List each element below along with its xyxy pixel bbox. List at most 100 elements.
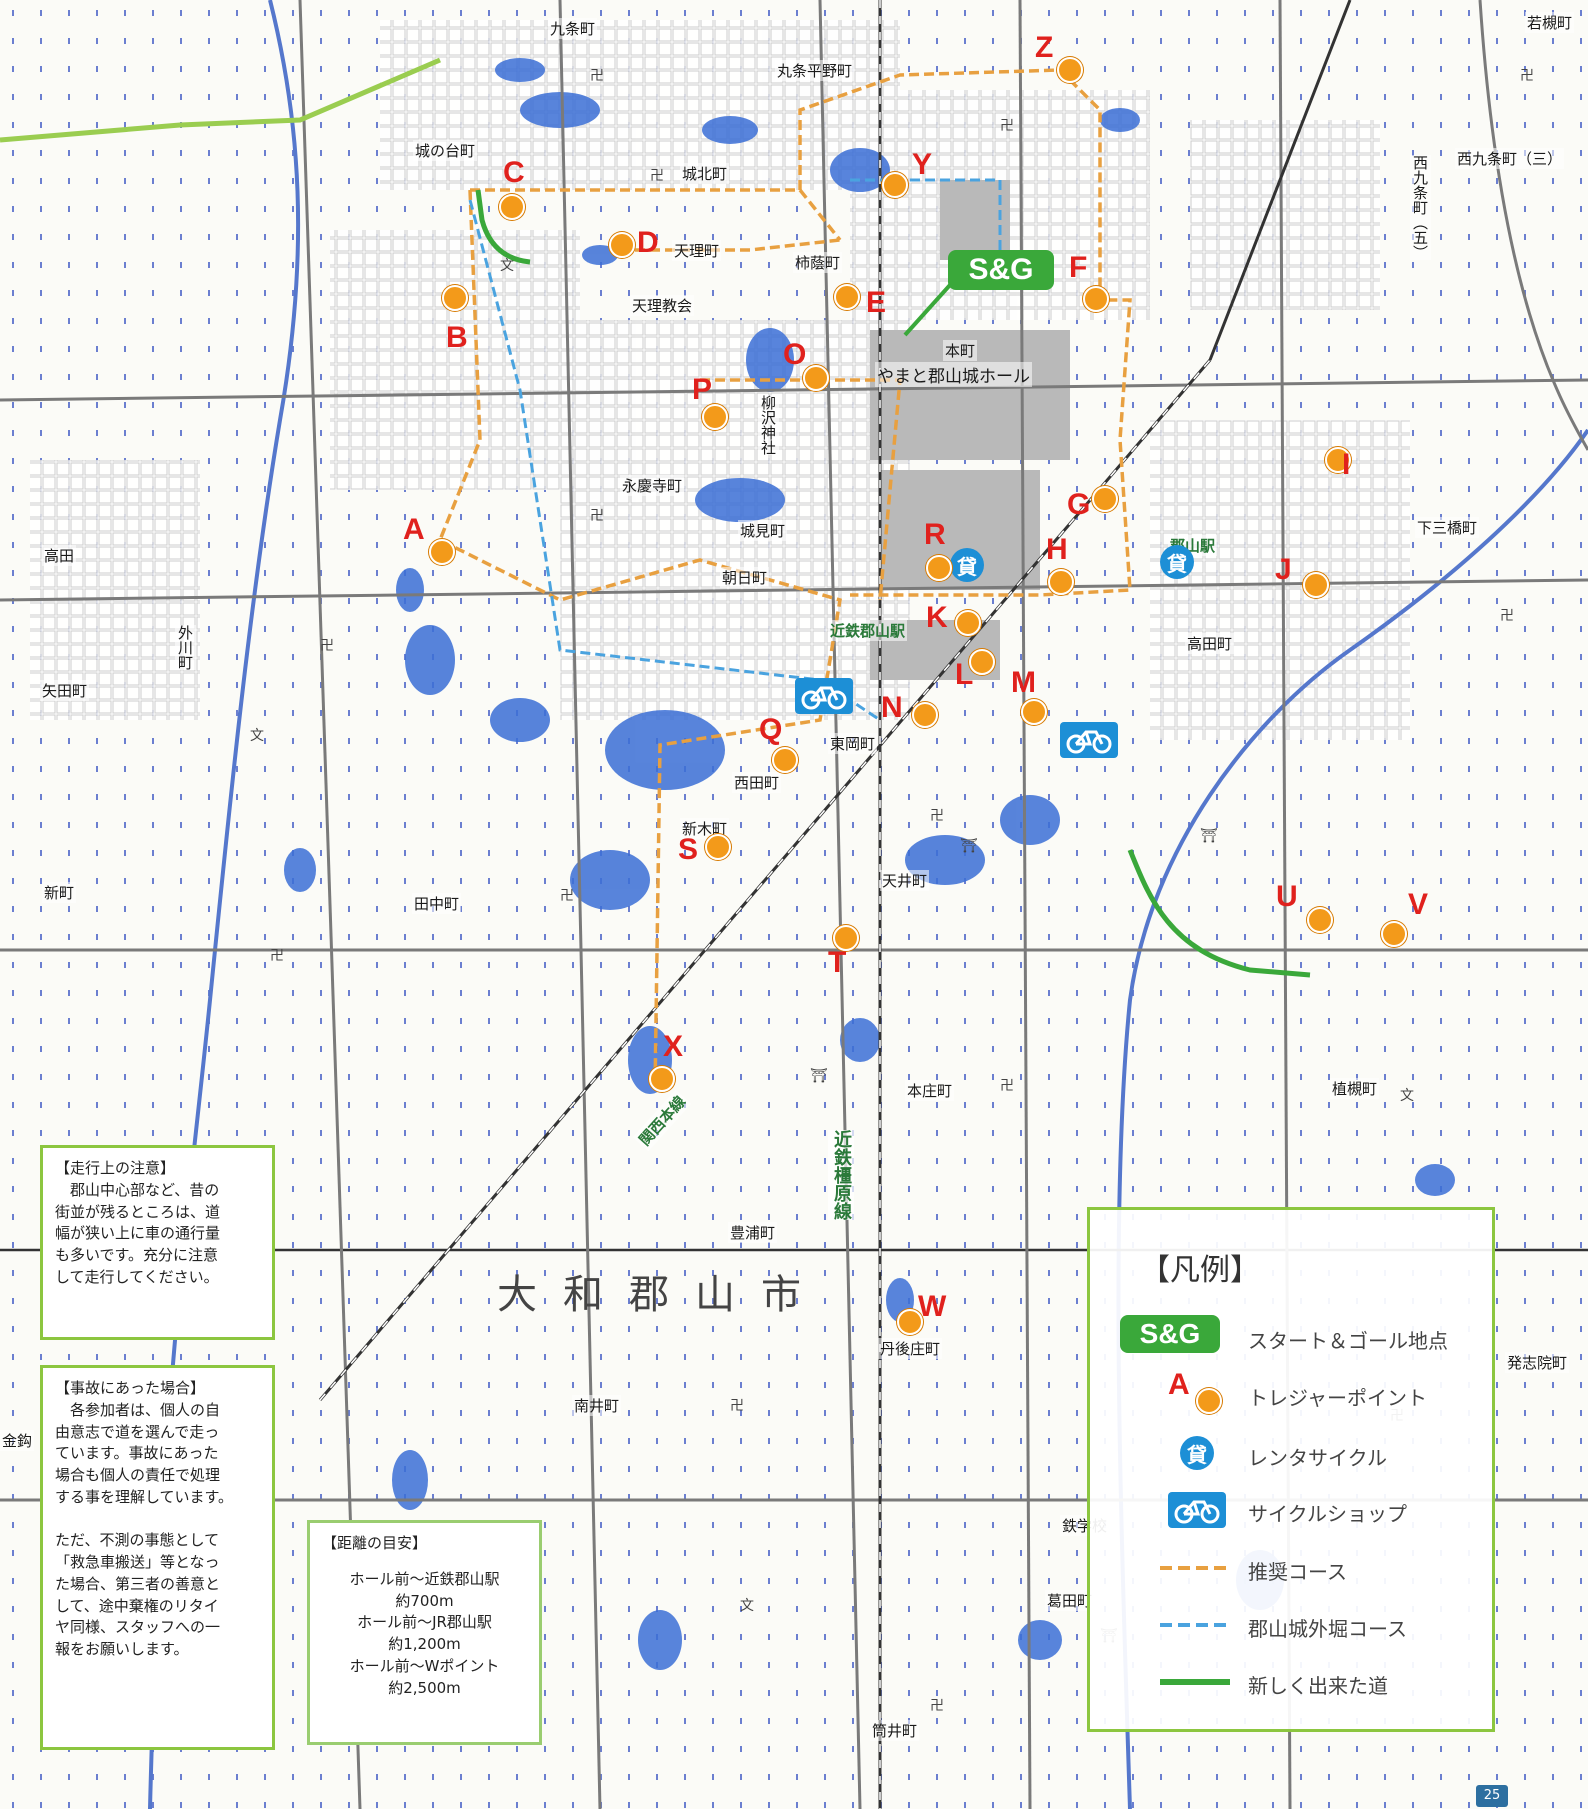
treasure-point-p-icon[interactable]	[702, 404, 728, 430]
town-label: 朝日町	[720, 567, 770, 588]
bicycle-icon[interactable]	[1060, 722, 1118, 758]
treasure-point-o-icon[interactable]	[803, 365, 829, 391]
treasure-point-p-label: P	[692, 373, 713, 406]
treasure-point-n-label: N	[881, 691, 903, 724]
legend-label: 郡山城外堀コース	[1248, 1617, 1407, 1641]
town-label: 丸条平野町	[775, 60, 855, 81]
hall-label[interactable]: やまと郡山城ホール	[875, 362, 1032, 387]
start-goal-marker[interactable]: S&G	[948, 250, 1054, 290]
treasure-point-x-icon[interactable]	[649, 1066, 675, 1092]
treasure-point-w-icon[interactable]	[897, 1309, 923, 1335]
treasure-point-z-label: Z	[1035, 31, 1054, 64]
treasure-point-s-label: S	[678, 833, 699, 866]
legend-label: 推奨コース	[1248, 1560, 1347, 1584]
treasure-point-i-icon[interactable]	[1325, 447, 1351, 473]
treasure-point-v-icon[interactable]	[1381, 921, 1407, 947]
svg-text:卍: 卍	[930, 808, 944, 824]
treasure-point-w-label: W	[918, 1290, 947, 1323]
treasure-point-b-icon[interactable]	[442, 285, 468, 311]
treasure-point-a-icon[interactable]	[429, 539, 455, 565]
treasure-point-u-icon[interactable]	[1307, 907, 1333, 933]
legend-item-cycle-shop: サイクルショップ	[1120, 1488, 1480, 1532]
town-label: 外川町	[175, 625, 196, 670]
legend-label: 新しく出来た道	[1248, 1674, 1388, 1698]
treasure-point-i-label: I	[1342, 448, 1351, 481]
orange-dashed-line	[1160, 1566, 1230, 1570]
rental-cycle-icon[interactable]: 貸	[950, 548, 984, 582]
treasure-point-g-icon[interactable]	[1092, 486, 1118, 512]
caution-title: 【走行上の注意】	[55, 1159, 176, 1177]
town-label: 金鈎	[0, 1430, 35, 1451]
svg-text:文: 文	[500, 258, 514, 274]
town-label: 丹後庄町	[878, 1338, 943, 1359]
treasure-point-f-icon[interactable]	[1083, 286, 1109, 312]
town-label: 高田	[42, 545, 77, 566]
legend-panel: 【凡例】 S&G スタート＆ゴール地点 A トレジャーポイント 貸 レンタサイク…	[1087, 1207, 1495, 1732]
svg-text:卍: 卍	[590, 508, 604, 524]
treasure-point-q-icon[interactable]	[772, 747, 798, 773]
svg-text:卍: 卍	[650, 168, 664, 184]
pond	[284, 58, 1455, 1670]
svg-text:⛩: ⛩	[810, 1068, 828, 1084]
shrine-label: 柳沢神社	[758, 395, 779, 455]
town-label: 豊浦町	[728, 1222, 778, 1243]
treasure-point-u-label: U	[1276, 880, 1298, 913]
bicycle-icon	[1168, 1492, 1226, 1528]
svg-text:⛩: ⛩	[960, 838, 978, 854]
start-goal-icon: S&G	[1120, 1315, 1220, 1353]
town-label: 新木町	[680, 818, 730, 839]
rental-cycle-icon: 貸	[1180, 1436, 1214, 1470]
town-label: 南井町	[572, 1395, 622, 1416]
treasure-point-j-icon[interactable]	[1303, 572, 1329, 598]
kintetsu-station-label[interactable]: 近鉄郡山駅	[828, 620, 908, 641]
legend-item-moat: 郡山城外堀コース	[1120, 1603, 1480, 1647]
distance-note: 【距離の目安】 ホール前〜近鉄郡山駅 約700m ホール前〜JR郡山駅 約1,2…	[307, 1520, 542, 1745]
treasure-point-e-icon[interactable]	[834, 284, 860, 310]
treasure-point-y-icon[interactable]	[882, 172, 908, 198]
svg-text:文: 文	[740, 1598, 754, 1614]
treasure-point-s-icon[interactable]	[705, 834, 731, 860]
town-label: 西田町	[732, 772, 782, 793]
town-label: 永慶寺町	[620, 475, 685, 496]
treasure-point-r-icon[interactable]	[926, 555, 952, 581]
treasure-point-k-icon[interactable]	[955, 610, 981, 636]
treasure-point-q-label: Q	[759, 713, 783, 746]
town-label: 城北町	[680, 163, 730, 184]
svg-text:卍: 卍	[1520, 68, 1534, 84]
treasure-point-o-label: O	[783, 338, 807, 371]
city-label: 大和郡山市	[497, 1272, 827, 1318]
treasure-point-c-icon[interactable]	[499, 194, 525, 220]
treasure-point-d-icon[interactable]	[609, 232, 635, 258]
treasure-point-b-label: B	[446, 321, 468, 354]
accident-note: 【事故にあった場合】 各参加者は、個人の自 由意志で道を選んで走っ ています。事…	[40, 1365, 275, 1750]
treasure-point-m-icon[interactable]	[1021, 699, 1047, 725]
distance-body: ホール前〜近鉄郡山駅 約700m ホール前〜JR郡山駅 約1,200m ホール前…	[349, 1569, 500, 1697]
treasure-point-z-icon[interactable]	[1057, 57, 1083, 83]
caution-body: 郡山中心部など、昔の 街並が残るところは、道 幅が狭い上に車の通行量 も多いです…	[55, 1180, 221, 1286]
town-label: 九条町	[548, 18, 598, 39]
legend-title: 【凡例】	[1140, 1253, 1260, 1288]
town-label: 植槻町	[1330, 1078, 1380, 1099]
green-line	[1160, 1679, 1230, 1685]
new-road	[475, 189, 1311, 978]
town-label: 天井町	[880, 870, 930, 891]
blue-dashed-line	[1160, 1623, 1230, 1627]
treasure-point-d-label: D	[637, 226, 659, 259]
sg-pointer	[903, 283, 952, 337]
bicycle-icon[interactable]	[795, 678, 853, 714]
town-label: 矢田町	[40, 680, 90, 701]
treasure-point-l-icon[interactable]	[969, 649, 995, 675]
treasure-point-n-icon[interactable]	[912, 702, 938, 728]
town-label: 若槻町	[1525, 12, 1575, 33]
treasure-point-e-label: E	[866, 286, 887, 319]
caution-note: 【走行上の注意】 郡山中心部など、昔の 街並が残るところは、道 幅が狭い上に車の…	[40, 1145, 275, 1340]
town-label: 発志院町	[1505, 1352, 1570, 1373]
page-number-badge: 25	[1476, 1785, 1508, 1807]
treasure-point-h-icon[interactable]	[1048, 569, 1074, 595]
town-label: 東岡町	[828, 733, 878, 754]
treasure-point-j-label: J	[1275, 553, 1292, 586]
rental-cycle-icon[interactable]: 貸	[1160, 545, 1194, 579]
treasure-point-h-label: H	[1046, 533, 1068, 566]
treasure-point-t-icon[interactable]	[833, 925, 859, 951]
